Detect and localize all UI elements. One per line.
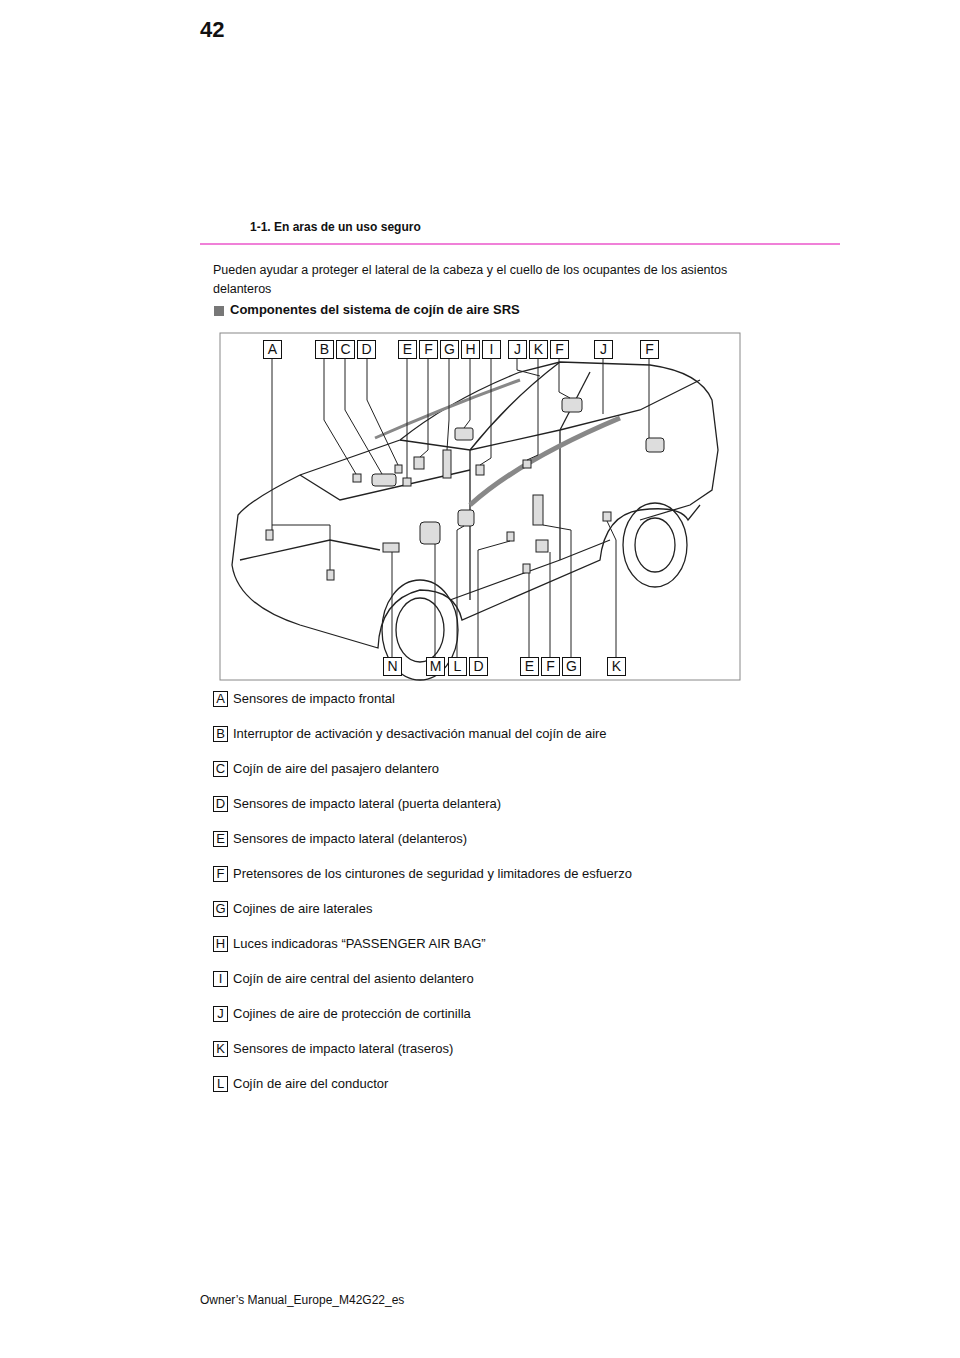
list-text: Sensores de impacto frontal <box>233 691 395 706</box>
list-text: Pretensores de los cinturones de segurid… <box>233 866 632 881</box>
list-letter: D <box>213 796 228 812</box>
leader-line <box>420 359 428 457</box>
list-letter: L <box>213 1076 228 1092</box>
callout-letter: D <box>357 340 376 359</box>
callout-letter: A <box>263 340 282 359</box>
leader-line <box>392 552 393 657</box>
list-text: Cojín de aire del pasajero delantero <box>233 761 439 776</box>
callout-letter: L <box>448 657 467 676</box>
leader-line <box>517 359 540 376</box>
bullet-square <box>214 306 224 316</box>
list-letter: I <box>213 971 228 987</box>
leader-line <box>478 541 510 657</box>
callout-letter: G <box>562 657 581 676</box>
list-letter: B <box>213 726 228 742</box>
list-text: Sensores de impacto lateral (delanteros) <box>233 831 467 846</box>
list-letter: H <box>213 936 228 952</box>
leader-lines <box>272 359 649 657</box>
callout-letter: E <box>398 340 417 359</box>
list-text: Sensores de impacto lateral (puerta dela… <box>233 796 501 811</box>
leader-line <box>367 359 398 465</box>
leader-line <box>480 359 491 465</box>
list-text: Interruptor de activación y desactivació… <box>233 726 607 741</box>
leader-line <box>272 359 273 530</box>
leader-line <box>607 521 616 657</box>
body-text: Pueden ayudar a proteger el lateral de l… <box>213 261 773 299</box>
car-outline <box>232 362 718 680</box>
leader-line <box>272 525 330 570</box>
leader-line <box>435 544 436 657</box>
header-rule <box>200 243 840 245</box>
leader-line <box>559 359 570 398</box>
list-letter: A <box>213 691 228 707</box>
callout-letter: K <box>529 340 548 359</box>
srs-parts <box>266 398 664 580</box>
callout-letter: N <box>383 657 402 676</box>
leader-line <box>324 359 356 474</box>
figure-frame <box>220 333 740 680</box>
page-number: 42 <box>200 17 224 43</box>
callout-letter: J <box>594 340 613 359</box>
list-letter: F <box>213 866 228 882</box>
leader-line <box>603 359 604 414</box>
leader-line <box>345 359 382 474</box>
callout-letter: K <box>607 657 626 676</box>
list-text: Cojín de aire del conductor <box>233 1076 388 1091</box>
leader-line <box>529 573 530 657</box>
callout-letter: F <box>640 340 659 359</box>
list-text: Sensores de impacto lateral (traseros) <box>233 1041 453 1056</box>
list-letter: E <box>213 831 228 847</box>
callout-letter: G <box>440 340 459 359</box>
callout-letter: C <box>336 340 355 359</box>
section-header: 1-1. En aras de un uso seguro <box>250 220 421 234</box>
list-letter: G <box>213 901 228 917</box>
callout-letter: B <box>315 340 334 359</box>
list-text: Cojines de aire de protección de cortini… <box>233 1006 471 1021</box>
callout-letter: H <box>461 340 480 359</box>
list-text: Cojín de aire central del asiento delant… <box>233 971 474 986</box>
list-letter: K <box>213 1041 228 1057</box>
list-text: Luces indicadoras “PASSENGER AIR BAG” <box>233 936 486 951</box>
callout-letter: M <box>426 657 445 676</box>
list-text: Cojines de aire laterales <box>233 901 372 916</box>
callout-letter: J <box>508 340 527 359</box>
list-letter: C <box>213 761 228 777</box>
leader-line <box>550 552 551 657</box>
callout-letter: F <box>541 657 560 676</box>
leader-line <box>464 359 470 428</box>
leader-line <box>543 525 571 657</box>
section-heading: Componentes del sistema de cojín de aire… <box>230 302 520 317</box>
leader-line <box>457 526 464 657</box>
leader-line <box>649 359 650 438</box>
callout-letter: F <box>550 340 569 359</box>
leader-line <box>527 359 538 460</box>
callout-letter: E <box>520 657 539 676</box>
list-letter: J <box>213 1006 228 1022</box>
callout-letter: F <box>419 340 438 359</box>
callout-letter: D <box>469 657 488 676</box>
leader-line <box>447 359 449 450</box>
leader-line <box>407 359 408 478</box>
callout-letter: I <box>482 340 501 359</box>
footer-text: Owner’s Manual_Europe_M42G22_es <box>200 1293 404 1307</box>
